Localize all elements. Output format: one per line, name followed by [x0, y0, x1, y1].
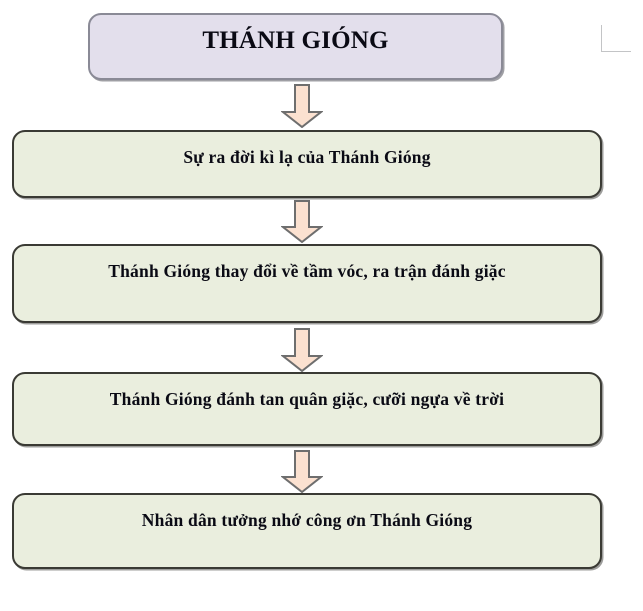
- down-arrow-3: [281, 328, 323, 372]
- flowchart-step-4[interactable]: Nhân dân tưởng nhớ công ơn Thánh Gióng: [12, 493, 602, 569]
- flowchart-step-1-label: Sự ra đời kì lạ của Thánh Gióng: [183, 147, 431, 167]
- flowchart-step-4-label: Nhân dân tưởng nhớ công ơn Thánh Gióng: [141, 510, 473, 530]
- flowchart-step-3-label: Thánh Gióng đánh tan quân giặc, cưỡi ngự…: [109, 389, 505, 409]
- down-arrow-1: [281, 84, 323, 128]
- down-arrow-4: [281, 450, 323, 493]
- crop-corner-mark-icon: [601, 25, 631, 52]
- flowchart-step-1[interactable]: Sự ra đời kì lạ của Thánh Gióng: [12, 130, 602, 198]
- flowchart-step-2-label: Thánh Gióng thay đổi về tầm vóc, ra trận…: [108, 261, 506, 281]
- down-arrow-2: [281, 200, 323, 243]
- flowchart-step-2[interactable]: Thánh Gióng thay đổi về tầm vóc, ra trận…: [12, 244, 602, 323]
- flowchart-step-3[interactable]: Thánh Gióng đánh tan quân giặc, cưỡi ngự…: [12, 372, 602, 446]
- flowchart-title-label: THÁNH GIÓNG: [202, 27, 389, 54]
- flowchart-title-node[interactable]: THÁNH GIÓNG: [88, 13, 503, 80]
